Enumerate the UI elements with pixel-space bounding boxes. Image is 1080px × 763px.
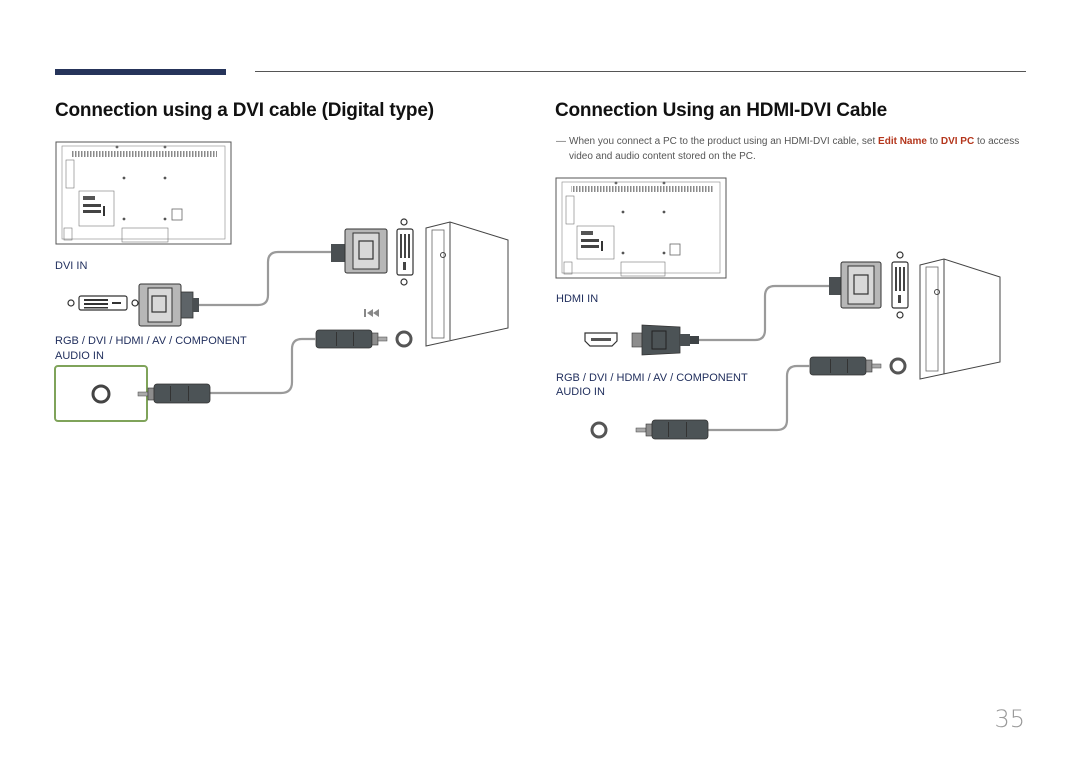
hdmi-port-icon <box>584 332 618 347</box>
header-rule <box>255 71 1026 72</box>
hdmi-plug-icon <box>631 324 699 356</box>
audio-cable-right <box>707 364 810 432</box>
pc-dvi-port-right-icon <box>891 251 909 319</box>
note-highlight-edit-name: Edit Name <box>878 136 927 147</box>
note-part-3: to access video and audio content stored… <box>569 136 1020 162</box>
page-number: 35 <box>994 705 1025 733</box>
dvi-plug-right-icon <box>829 261 882 309</box>
note-part-1: When you connect a PC to the product usi… <box>569 136 879 147</box>
audio-in-port-right-icon <box>590 421 608 439</box>
dvi-plug-monitor-side-icon <box>138 283 199 327</box>
audio-plug-pc-right-icon <box>809 356 882 376</box>
hdmi-dvi-cable <box>699 284 829 342</box>
pc-audio-out-right-icon <box>889 357 907 375</box>
note-part-2: to <box>926 136 941 147</box>
audio-plug-monitor-side-icon <box>137 383 211 404</box>
note-dash: ― <box>556 136 566 147</box>
audio-plug-monitor-right-icon <box>635 419 709 440</box>
pc-tower-left <box>425 221 509 347</box>
pc-dvi-port-icon <box>396 218 414 286</box>
note-highlight-dvi-pc: DVI PC <box>940 136 975 147</box>
note-text: ― When you connect a PC to the product u… <box>556 134 1027 164</box>
dvi-plug-pc-side-icon <box>331 228 388 274</box>
audio-symbol-icon <box>364 309 379 317</box>
audio-cable-left <box>209 337 316 395</box>
audio-in-label-right-line1: RGB / DVI / HDMI / AV / COMPONENT <box>556 372 748 384</box>
dvi-port-icon <box>67 295 139 311</box>
section-title-dvi: Connection using a DVI cable (Digital ty… <box>55 100 434 121</box>
audio-plug-pc-side-icon <box>315 329 388 349</box>
monitor-rear-left <box>55 141 232 245</box>
dvi-cable-left <box>199 250 331 307</box>
section-title-hdmi-dvi: Connection Using an HDMI-DVI Cable <box>555 100 888 121</box>
audio-in-port-icon <box>91 384 111 404</box>
dvi-in-label: DVI IN <box>55 260 88 272</box>
pc-audio-out-icon <box>395 330 413 348</box>
audio-in-label-left-line2: AUDIO IN <box>55 350 104 362</box>
note-body: When you connect a PC to the product usi… <box>557 134 1027 164</box>
header-accent-bar <box>55 69 226 75</box>
pc-tower-right <box>919 258 1001 380</box>
hdmi-in-label: HDMI IN <box>556 293 599 305</box>
monitor-rear-right <box>555 177 727 279</box>
audio-in-label-right-line2: AUDIO IN <box>556 386 605 398</box>
audio-in-label-left-line1: RGB / DVI / HDMI / AV / COMPONENT <box>55 335 247 347</box>
